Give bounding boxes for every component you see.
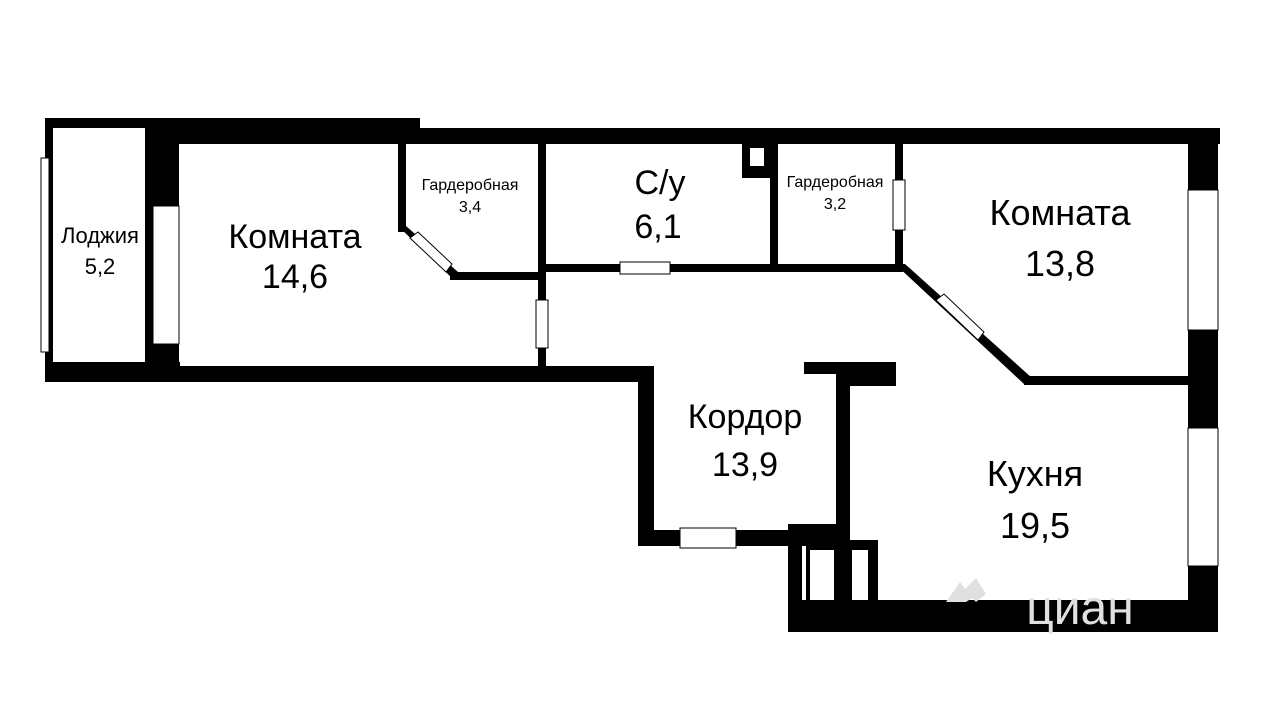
- doorways: [409, 179, 985, 549]
- loggia-name: Лоджия: [61, 223, 139, 248]
- window: [1187, 189, 1219, 331]
- watermark-text: циан: [1026, 582, 1134, 635]
- doorway: [892, 179, 906, 231]
- wall: [788, 524, 850, 534]
- wall: [398, 128, 406, 232]
- kitchen-area: 19,5: [1000, 505, 1070, 546]
- doorway: [679, 527, 737, 549]
- loggia-area: 5,2: [85, 254, 116, 279]
- windows: [40, 157, 1219, 567]
- wardrobe-left-name: Гардеробная: [422, 177, 519, 194]
- wall: [450, 272, 545, 280]
- doorway: [535, 299, 549, 349]
- wardrobe-right-area: 3,2: [824, 196, 846, 213]
- bathroom-name: С/у: [635, 164, 686, 202]
- room-right-name: Комната: [990, 192, 1132, 233]
- wall: [848, 546, 872, 606]
- bathroom-area: 6,1: [634, 208, 681, 246]
- wall: [638, 366, 654, 546]
- window: [1187, 427, 1219, 567]
- wall: [1024, 376, 1194, 385]
- room-right-area: 13,8: [1025, 243, 1095, 284]
- doorway: [619, 261, 671, 275]
- window: [152, 205, 180, 345]
- kitchen-name: Кухня: [987, 453, 1083, 494]
- room-left-name: Комната: [228, 218, 361, 256]
- wall: [770, 144, 778, 272]
- wall: [538, 144, 546, 374]
- wall: [836, 372, 850, 540]
- cian-logo-icon: [946, 578, 986, 602]
- wall: [788, 524, 802, 632]
- corridor-area: 13,9: [712, 446, 778, 484]
- wall: [390, 128, 1220, 144]
- wall: [538, 264, 898, 272]
- wall: [850, 362, 896, 386]
- wall: [150, 118, 420, 144]
- wardrobe-left-area: 3,4: [459, 199, 481, 216]
- wall: [836, 540, 878, 548]
- window: [40, 157, 50, 353]
- watermark: циан: [946, 578, 1134, 635]
- wall: [806, 546, 838, 606]
- doorway: [409, 231, 453, 273]
- room-left-area: 14,6: [262, 258, 328, 296]
- room-labels: Лоджия 5,2 Комната 14,6 Гардеробная 3,4 …: [61, 164, 1131, 546]
- wall: [45, 118, 153, 128]
- wall: [750, 148, 764, 166]
- doorway: [935, 293, 985, 341]
- wall: [870, 540, 878, 632]
- wall: [145, 118, 153, 382]
- wall: [153, 366, 653, 382]
- corridor-name: Кордор: [688, 398, 803, 436]
- wall: [836, 524, 850, 632]
- wardrobe-right-name: Гардеробная: [787, 174, 884, 191]
